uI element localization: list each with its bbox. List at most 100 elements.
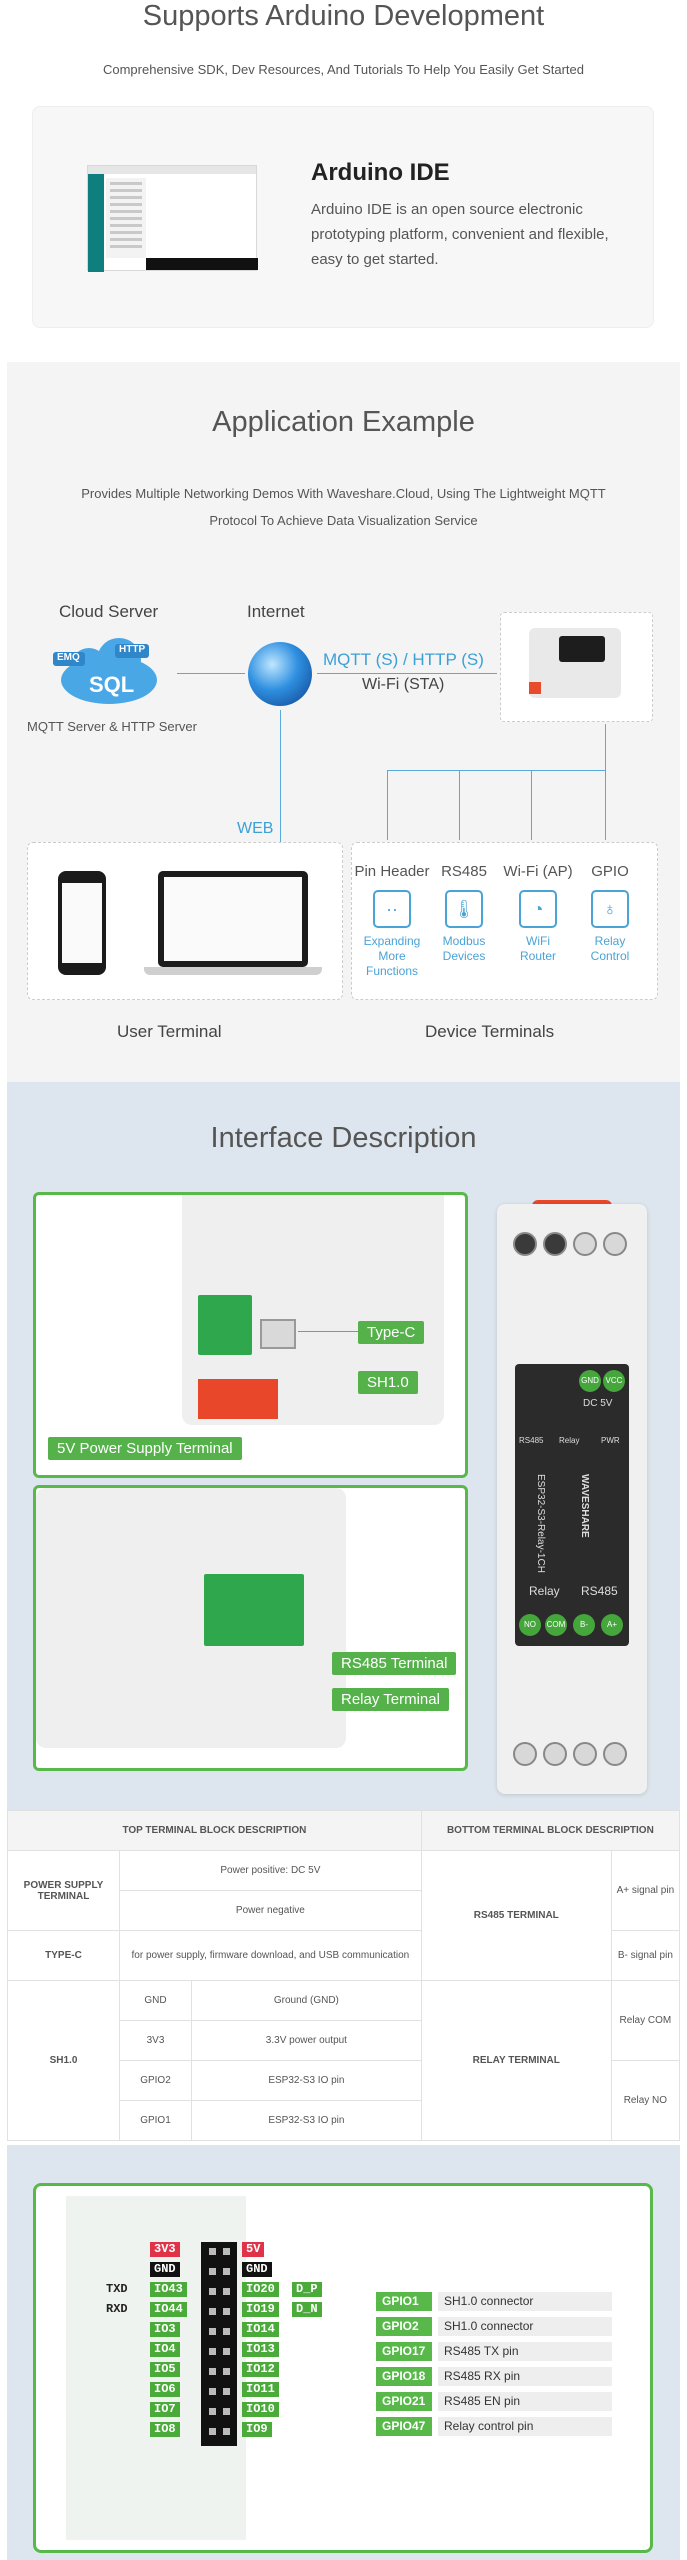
device-caption-1: WiFi xyxy=(526,934,550,948)
vcc-pin-label: VCC xyxy=(603,1370,625,1392)
relay-led-label: Relay xyxy=(559,1436,580,1445)
relay-no-cell: Relay NO xyxy=(610,2060,681,2141)
globe-icon xyxy=(248,642,312,706)
pin-alt-label: D_N xyxy=(292,2302,322,2317)
sh-pin-cell: GPIO1 xyxy=(119,2100,192,2141)
screw xyxy=(573,1742,597,1766)
rs485-b-cell: B- signal pin xyxy=(610,1930,681,1981)
pin-label: IO43 xyxy=(150,2282,187,2297)
gpio-legend-row: GPIO2 SH1.0 connector xyxy=(376,2317,612,2336)
pwr-led-label: PWR xyxy=(601,1436,620,1445)
sh10-callout: SH1.0 xyxy=(358,1371,418,1394)
device-front-view: GND VCC DC 5V RS485 Relay PWR ESP32-S3-R… xyxy=(497,1204,647,1794)
sh-pin-cell: GPIO2 xyxy=(119,2060,192,2101)
link-bus-4 xyxy=(605,770,606,840)
thermometer-icon: 🌡 xyxy=(445,890,483,928)
rs485-relay-terminal-block xyxy=(204,1574,304,1646)
relay-com-cell: Relay COM xyxy=(610,1980,681,2061)
gpio-legend-desc: RS485 EN pin xyxy=(438,2392,612,2411)
sh-desc-cell: ESP32-S3 IO pin xyxy=(191,2060,422,2101)
sh-desc-cell: ESP32-S3 IO pin xyxy=(191,2100,422,2141)
brand-label: WAVESHARE xyxy=(579,1474,590,1538)
gpio-legend-desc: RS485 TX pin xyxy=(438,2342,612,2361)
pin-label: IO14 xyxy=(242,2322,279,2337)
power-terminal-block xyxy=(198,1295,252,1355)
arduino-ide-title: Arduino IDE xyxy=(311,159,450,186)
link-wifi-label: Wi-Fi (STA) xyxy=(362,676,445,693)
pin-label: IO7 xyxy=(150,2402,180,2417)
link-device-down xyxy=(605,724,606,770)
pin-alt-label: RXD xyxy=(106,2302,128,2316)
com-pin-label: COM xyxy=(545,1614,567,1636)
bottom-terminal-header: BOTTOM TERMINAL BLOCK DESCRIPTION xyxy=(420,1810,681,1851)
link-internet-user xyxy=(280,710,281,843)
pin-label: IO8 xyxy=(150,2422,180,2437)
gpio-legend-pin: GPIO18 xyxy=(376,2367,432,2386)
aplus-pin-label: A+ xyxy=(601,1614,623,1636)
application-heading: Application Example xyxy=(212,406,475,438)
gpio-legend-pin: GPIO2 xyxy=(376,2317,432,2336)
top-terminal-header: TOP TERMINAL BLOCK DESCRIPTION xyxy=(7,1810,422,1851)
no-pin-label: NO xyxy=(519,1614,541,1636)
gpio-legend-row: GPIO47 Relay control pin xyxy=(376,2417,612,2436)
arduino-heading: Supports Arduino Development xyxy=(142,0,545,32)
screw xyxy=(513,1742,537,1766)
relay-device-card xyxy=(500,612,653,722)
link-bus-3 xyxy=(531,770,532,840)
gpio-legend-pin: GPIO47 xyxy=(376,2417,432,2436)
link-bus-1 xyxy=(387,770,388,840)
pin-label: IO20 xyxy=(242,2282,279,2297)
web-label: WEB xyxy=(237,820,274,837)
phone-icon xyxy=(58,871,106,975)
sh-desc-cell: Ground (GND) xyxy=(191,1980,422,2021)
arduino-ide-screenshot xyxy=(87,165,258,272)
arduino-ide-description: Arduino IDE is an open source electronic… xyxy=(311,201,609,268)
typec-port xyxy=(260,1319,296,1349)
screw xyxy=(603,1232,627,1256)
bminus-pin-label: B- xyxy=(573,1614,595,1636)
typec-cell: TYPE-C xyxy=(7,1930,120,1981)
rs485-header-label: RS485 xyxy=(581,1584,618,1598)
dots-icon: ·· xyxy=(373,890,411,928)
pin-label: IO9 xyxy=(242,2422,272,2437)
bulb-icon: ♁ xyxy=(591,890,629,928)
top-terminal-panel: Type-C SH1.0 5V Power Supply Terminal xyxy=(33,1192,468,1478)
relay-device-image xyxy=(529,628,621,698)
device-terminals-label: Device Terminals xyxy=(425,1022,555,1041)
power-negative-cell: Power negative xyxy=(119,1890,422,1931)
user-terminal-label: User Terminal xyxy=(117,1022,222,1041)
cloud-server-label: Cloud Server xyxy=(59,602,159,621)
device-caption-2: More Functions xyxy=(365,949,419,978)
relay-terminal-cell: RELAY TERMINAL xyxy=(420,1980,612,2141)
pin-label: 5V xyxy=(242,2242,265,2257)
cloud-server-icon xyxy=(53,638,157,704)
device-terminals-card: Pin Header ·· Expanding More Functions R… xyxy=(351,842,658,1000)
typec-desc-cell: for power supply, firmware download, and… xyxy=(119,1930,422,1981)
gpio-legend-desc: SH1.0 connector xyxy=(438,2317,612,2336)
pin-label: GND xyxy=(150,2262,180,2277)
din-clip xyxy=(198,1379,278,1419)
device-caption-2: Router xyxy=(519,949,557,963)
sh-desc-cell: 3.3V power output xyxy=(191,2020,422,2061)
terminal-description-table: TOP TERMINAL BLOCK DESCRIPTION BOTTOM TE… xyxy=(7,1810,681,2141)
interface-heading: Interface Description xyxy=(210,1122,477,1154)
arduino-ide-card: Arduino IDE Arduino IDE is an open sourc… xyxy=(32,106,654,328)
pin-label: IO3 xyxy=(150,2322,180,2337)
gpio-legend-desc: Relay control pin xyxy=(438,2417,612,2436)
emq-label: EMQ xyxy=(57,652,80,663)
device-wifi-ap: Wi-Fi (AP) ◔ WiFi Router xyxy=(498,863,578,964)
user-terminal-card xyxy=(27,842,343,1000)
screw xyxy=(573,1232,597,1256)
pin-label: IO6 xyxy=(150,2382,180,2397)
pin-label: IO13 xyxy=(242,2342,279,2357)
model-label: ESP32-S3-Relay-1CH xyxy=(535,1474,546,1573)
pin-header xyxy=(201,2242,237,2446)
link-protocol-label: MQTT (S) / HTTP (S) xyxy=(323,650,484,669)
server-caption: MQTT Server & HTTP Server xyxy=(27,719,197,734)
interface-section: Interface Description Type-C SH1.0 5V Po… xyxy=(7,1082,680,1810)
sql-label: SQL xyxy=(89,672,135,697)
